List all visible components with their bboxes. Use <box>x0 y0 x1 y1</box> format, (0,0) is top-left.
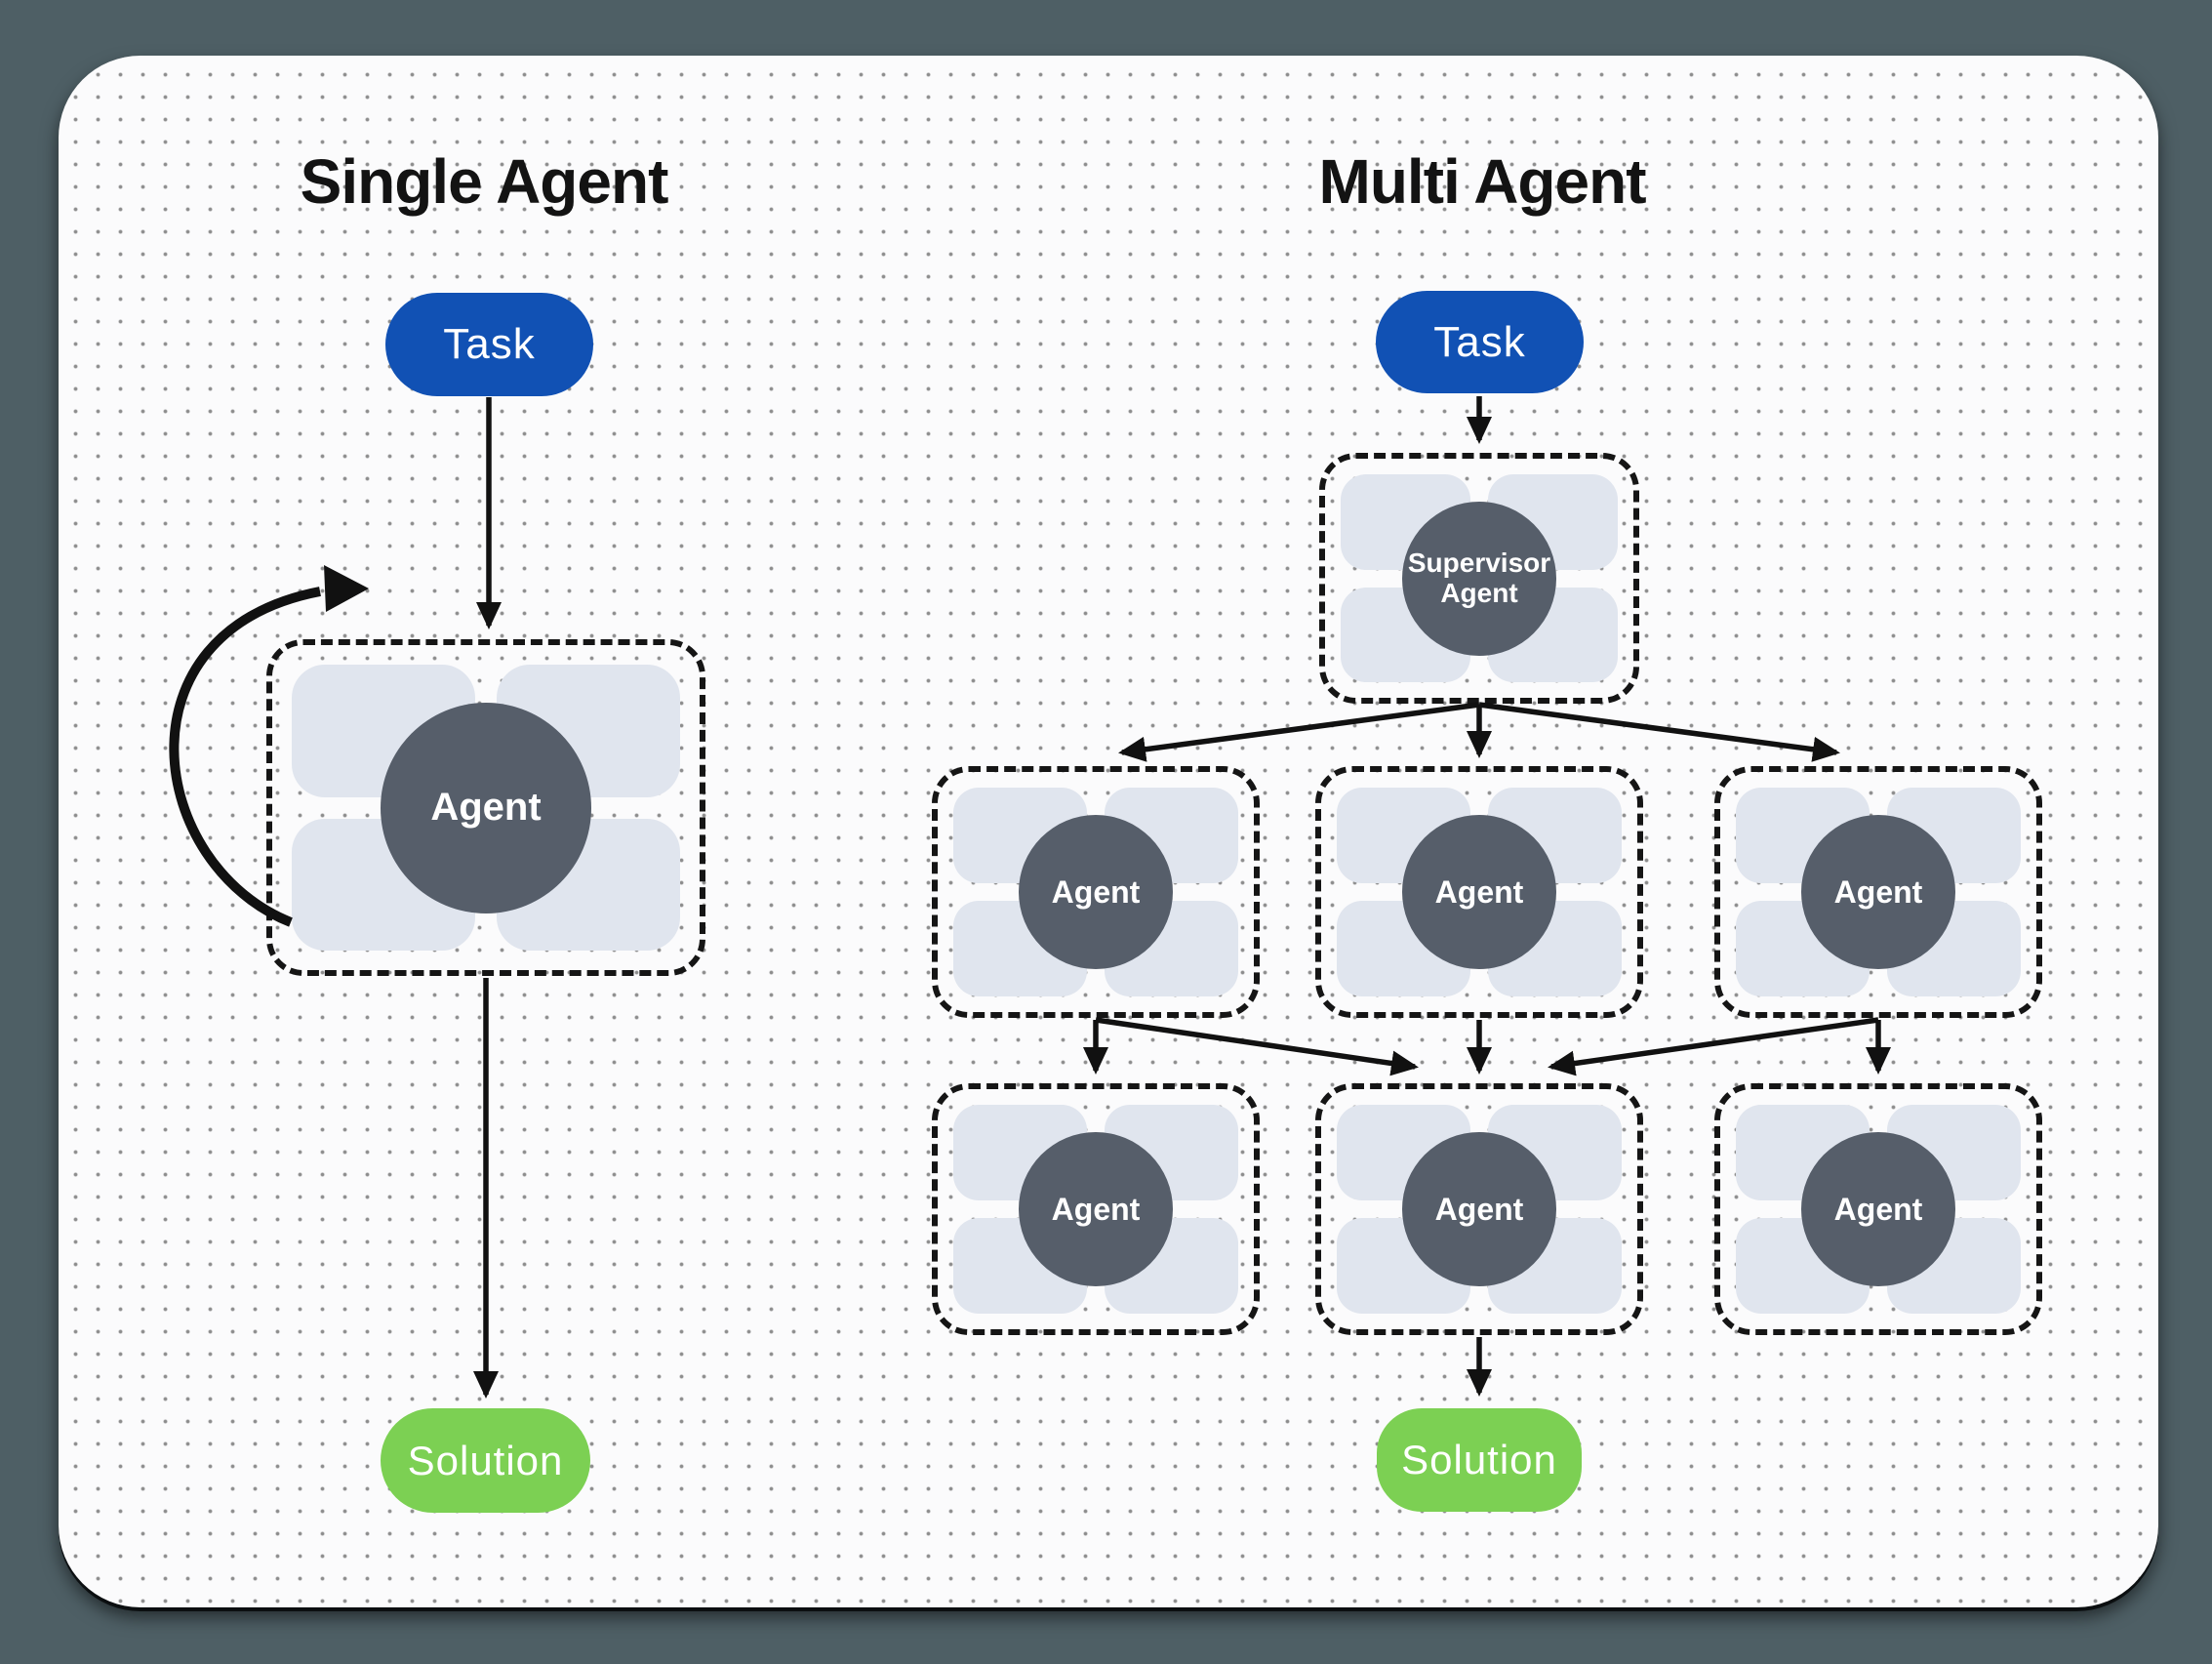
diagram-canvas: Single Agent Multi Agent Task Agent Solu… <box>59 56 2158 1607</box>
agent-label: Agent <box>1833 1191 1923 1227</box>
supervisor-agent-box: Supervisor Agent <box>1319 453 1639 704</box>
multi-solution-node: Solution <box>1377 1408 1582 1512</box>
agent-circle: Agent <box>1801 815 1955 969</box>
agent-box-row1-middle: Agent <box>1315 766 1643 1018</box>
self-loop-arrowhead <box>324 565 369 612</box>
single-agent-box: Agent <box>266 639 705 976</box>
single-task-node: Task <box>385 293 593 396</box>
single-agent-title: Single Agent <box>300 146 669 217</box>
single-solution-label: Solution <box>407 1437 564 1483</box>
arrow-supervisor-to-left <box>1118 702 1480 762</box>
single-task-label: Task <box>443 320 536 368</box>
agent-circle: Agent <box>1402 1132 1556 1286</box>
supervisor-agent-label: Supervisor Agent <box>1407 548 1551 608</box>
single-solution-node: Solution <box>381 1408 590 1513</box>
agent-box-row2-left: Agent <box>932 1083 1260 1335</box>
agent-label: Agent <box>1833 873 1923 910</box>
arrow-row1-left-to-row2-middle <box>1095 1017 1419 1076</box>
single-agent-circle: Agent <box>381 702 591 913</box>
agent-label: Agent <box>1051 873 1141 910</box>
agent-circle: Agent <box>1402 815 1556 969</box>
agent-box-row1-left: Agent <box>932 766 1260 1018</box>
agent-box-row2-right: Agent <box>1714 1083 2042 1335</box>
agent-label: Agent <box>1434 873 1524 910</box>
agent-box-row2-middle: Agent <box>1315 1083 1643 1335</box>
agent-circle: Agent <box>1801 1132 1955 1286</box>
agent-label: Agent <box>1051 1191 1141 1227</box>
agent-circle: Agent <box>1019 815 1173 969</box>
arrow-supervisor-to-right <box>1478 702 1840 762</box>
multi-agent-title: Multi Agent <box>1318 146 1647 217</box>
agent-circle: Agent <box>1019 1132 1173 1286</box>
multi-solution-label: Solution <box>1401 1437 1557 1482</box>
arrow-row1-right-to-row2-middle <box>1548 1017 1879 1076</box>
agent-box-row1-right: Agent <box>1714 766 2042 1018</box>
supervisor-agent-circle: Supervisor Agent <box>1402 501 1556 656</box>
agent-label: Agent <box>1434 1191 1524 1227</box>
single-agent-label: Agent <box>430 786 542 829</box>
multi-task-node: Task <box>1376 291 1584 393</box>
multi-task-label: Task <box>1433 317 1526 366</box>
